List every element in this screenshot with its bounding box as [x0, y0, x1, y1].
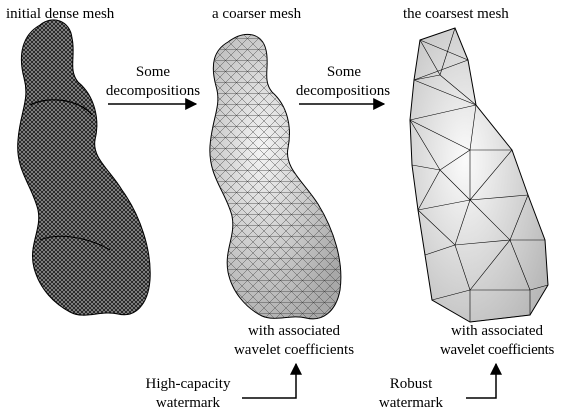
stage-title-dense: initial dense mesh [6, 5, 114, 23]
watermark-arrow-2 [466, 364, 496, 398]
coefficients-label-1-line2: wavelet coefficients [204, 341, 384, 359]
arrow-label-2-line1: Some [299, 63, 389, 81]
arrow-label-2-line2: decompositions [278, 82, 408, 100]
watermark-label-2-line2: watermark [356, 394, 466, 412]
stage-title-coarser: a coarser mesh [212, 5, 301, 23]
coefficients-label-2-line2: wavelet coefficients [428, 341, 566, 359]
coarsest-mesh-image [410, 28, 548, 322]
stage-title-coarsest: the coarsest mesh [403, 5, 509, 23]
watermark-label-1-line1: High-capacity [128, 375, 248, 393]
arrow-label-1-line1: Some [108, 63, 198, 81]
watermark-label-2-line1: Robust [356, 375, 466, 393]
arrow-label-1-line2: decompositions [88, 82, 218, 100]
coefficients-label-2-line1: with associated [428, 322, 566, 340]
coefficients-label-1-line1: with associated [214, 322, 374, 340]
watermark-arrow-1 [242, 364, 296, 398]
watermark-label-1-line2: watermark [128, 394, 248, 412]
